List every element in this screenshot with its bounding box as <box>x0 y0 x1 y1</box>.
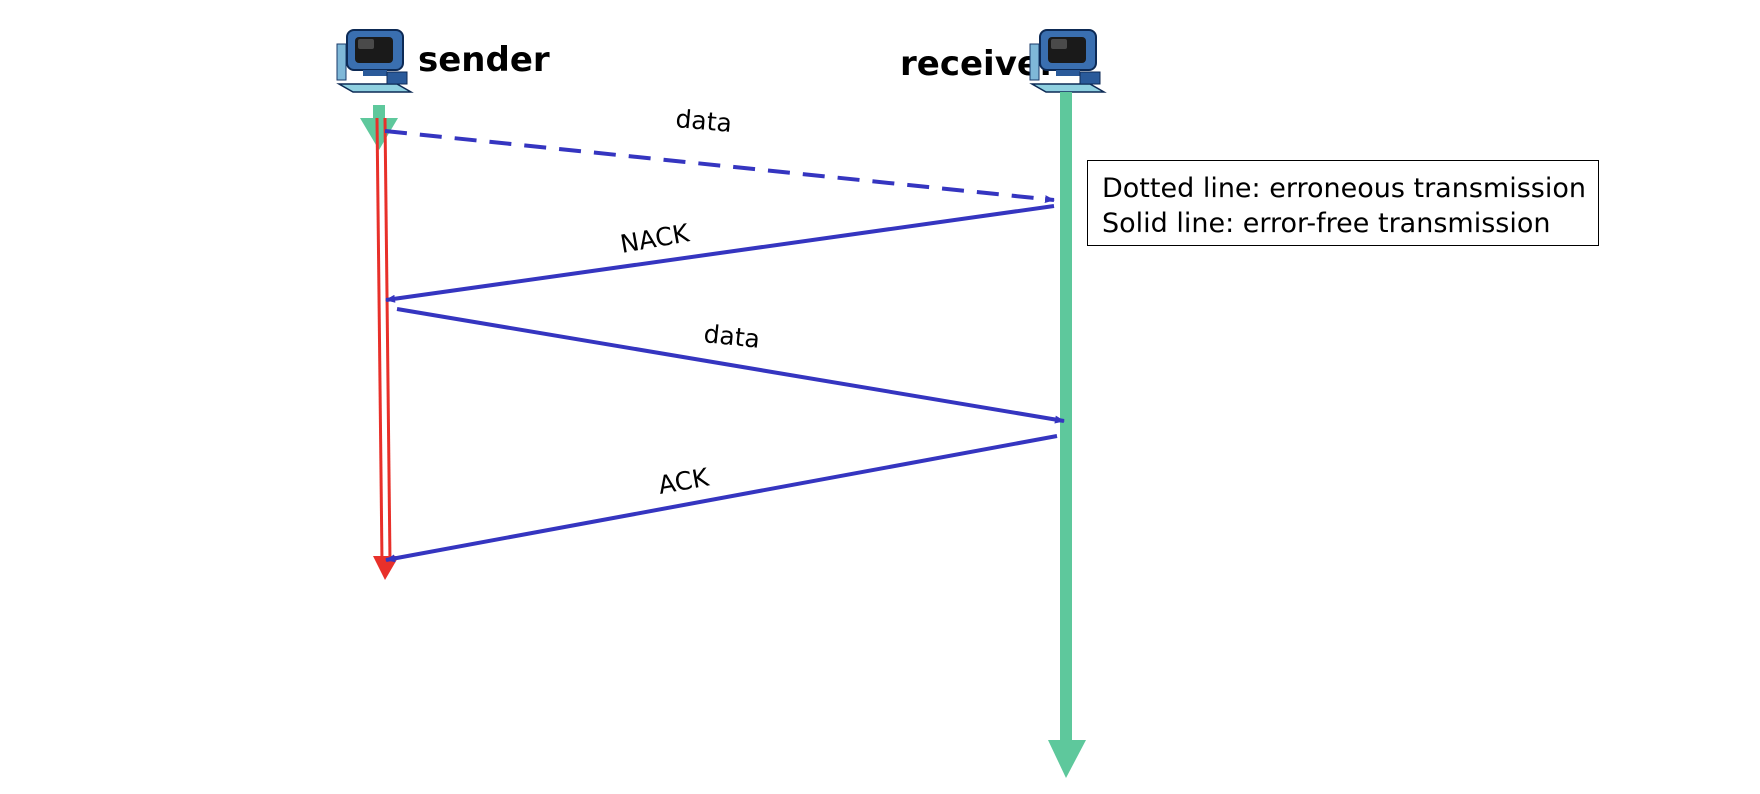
sender-host: sender <box>336 29 550 93</box>
message-3-label: data <box>702 319 761 354</box>
receiver-host: receiver <box>900 29 1105 93</box>
message-nack: NACK <box>385 204 1055 303</box>
message-data: data <box>396 307 1065 424</box>
sender-timeline <box>360 105 398 150</box>
receiver-timeline-arrowhead <box>1048 740 1086 778</box>
legend-line-dotted: Dotted line: erroneous transmission <box>1102 173 1586 204</box>
timeout-timer <box>373 117 399 580</box>
message-2-label: NACK <box>618 218 692 259</box>
receiver-timeline <box>1048 92 1086 778</box>
legend-line-solid: Solid line: error-free transmission <box>1102 208 1551 239</box>
sender-computer-icon <box>336 29 412 93</box>
legend-box: Dotted line: erroneous transmission Soli… <box>1087 160 1599 246</box>
sender-label: sender <box>418 40 550 80</box>
message-4-label: ACK <box>656 462 711 499</box>
message-data-erroneous: data <box>384 104 1055 204</box>
sender-timeline-arrowhead <box>360 118 398 150</box>
message-1-label: data <box>674 104 733 138</box>
message-ack: ACK <box>385 434 1058 563</box>
